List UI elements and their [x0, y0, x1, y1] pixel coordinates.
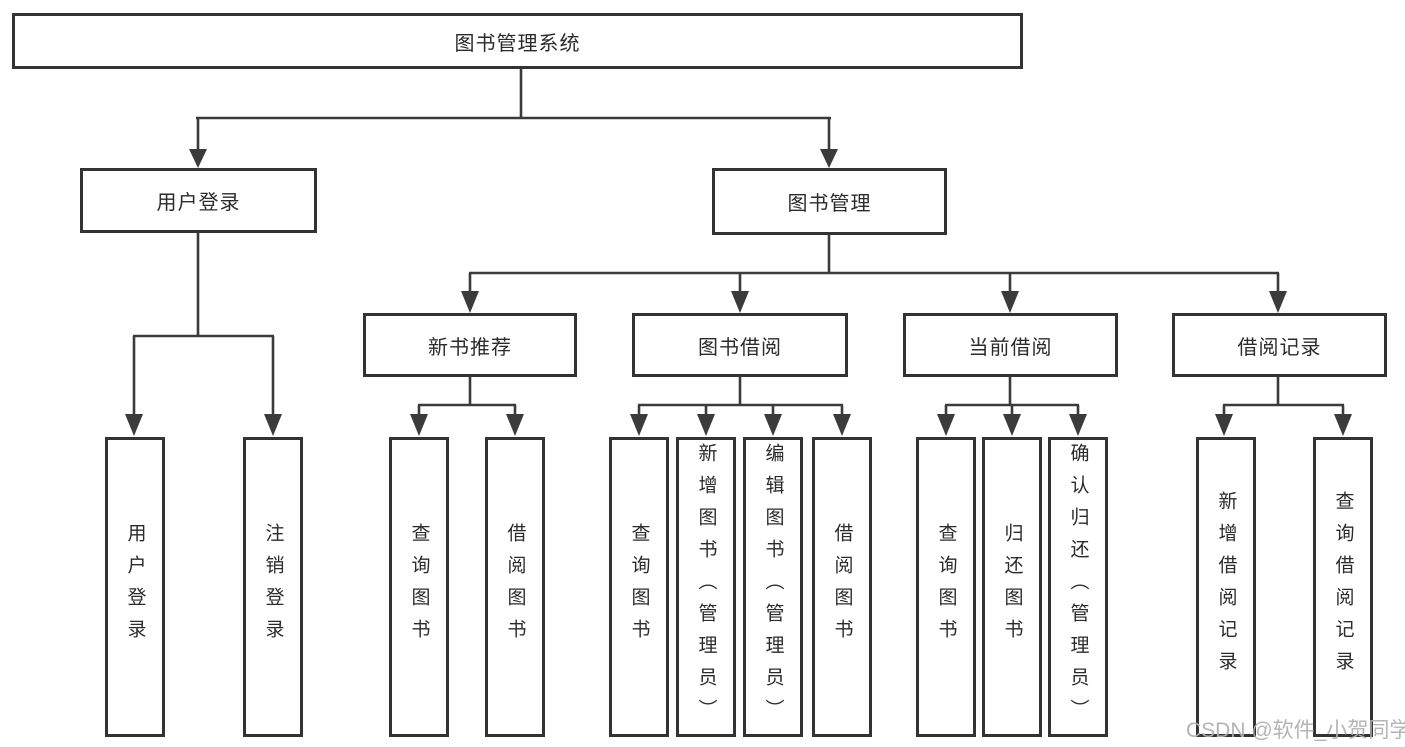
leaf-label: 归还图书	[1001, 523, 1023, 651]
leaf-label: 查询图书	[935, 523, 957, 651]
leaf-label: 查询图书	[408, 523, 430, 651]
leaf-label: 查询借阅记录	[1332, 491, 1354, 683]
leaf-query-books-borrow: 查询图书	[609, 437, 669, 737]
node-user-login: 用户登录	[80, 168, 317, 233]
leaf-label: 新增图书（管理员）	[695, 443, 717, 731]
node-book-borrow: 图书借阅	[632, 313, 848, 377]
leaf-user-login: 用户登录	[105, 437, 165, 737]
leaf-query-books-rec: 查询图书	[389, 437, 449, 737]
node-label: 图书借阅	[698, 336, 782, 359]
node-current-borrow: 当前借阅	[903, 313, 1118, 377]
node-library-management-system: 图书管理系统	[12, 13, 1023, 69]
leaf-borrow-books: 借阅图书	[812, 437, 872, 737]
node-label: 用户登录	[156, 192, 241, 214]
leaf-query-books-current: 查询图书	[916, 437, 976, 737]
node-new-book-recommend: 新书推荐	[363, 313, 577, 377]
leaf-edit-book-admin: 编辑图书（管理员）	[743, 437, 803, 737]
leaf-add-book-admin: 新增图书（管理员）	[676, 437, 736, 737]
leaf-label: 确认归还（管理员）	[1067, 443, 1089, 731]
leaf-logout: 注销登录	[243, 437, 303, 737]
node-borrow-records: 借阅记录	[1172, 313, 1387, 377]
node-book-management: 图书管理	[712, 168, 947, 235]
leaf-return-book: 归还图书	[982, 437, 1042, 737]
leaf-label: 用户登录	[124, 523, 146, 651]
node-label: 当前借阅	[968, 336, 1053, 359]
leaf-query-borrow-record: 查询借阅记录	[1313, 437, 1373, 737]
node-label: 图书管理系统	[454, 32, 581, 55]
leaf-label: 借阅图书	[504, 523, 526, 651]
leaf-label: 借阅图书	[831, 523, 853, 651]
leaf-borrow-books-rec: 借阅图书	[485, 437, 545, 737]
leaf-add-borrow-record: 新增借阅记录	[1196, 437, 1256, 737]
node-label: 新书推荐	[428, 336, 512, 359]
leaf-label: 新增借阅记录	[1215, 491, 1237, 683]
leaf-confirm-return-admin: 确认归还（管理员）	[1048, 437, 1108, 737]
leaf-label: 查询图书	[628, 523, 650, 651]
leaf-label: 注销登录	[262, 523, 284, 651]
node-label: 图书管理	[787, 193, 872, 215]
node-label: 借阅记录	[1237, 336, 1322, 359]
leaf-label: 编辑图书（管理员）	[762, 443, 784, 731]
